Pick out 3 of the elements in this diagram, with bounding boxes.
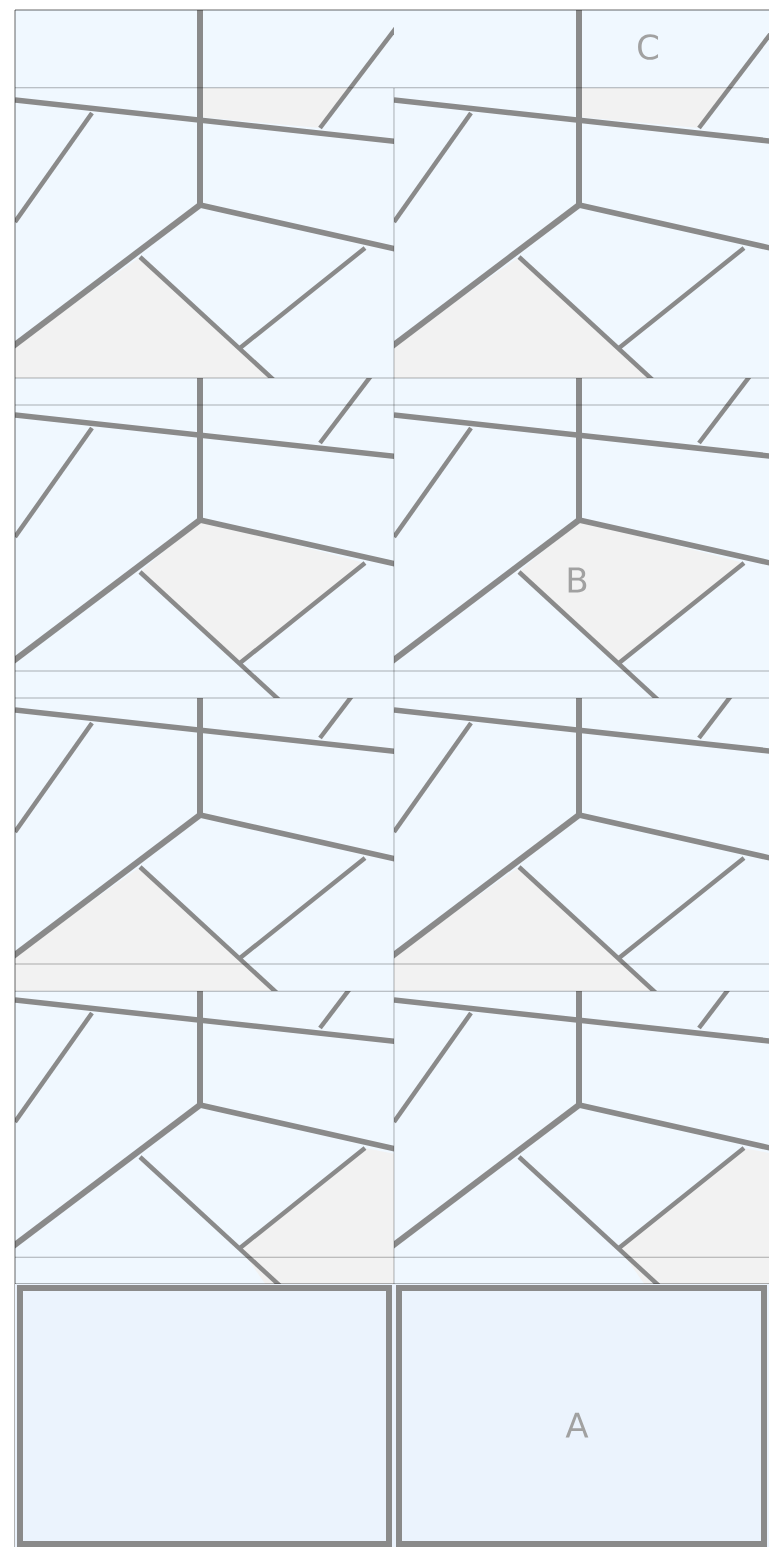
part-label: A: [565, 1412, 589, 1438]
part-label: C: [638, 34, 659, 60]
part-label: B: [568, 567, 587, 593]
